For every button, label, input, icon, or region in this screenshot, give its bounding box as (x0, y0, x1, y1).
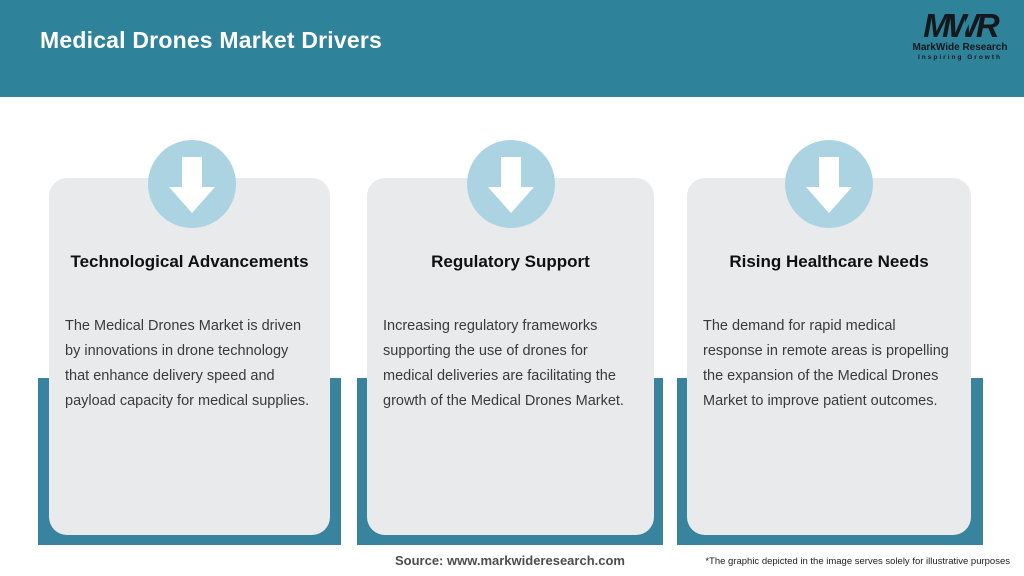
arrow-down-icon (467, 140, 555, 228)
driver-card-rising-healthcare-needs: Rising Healthcare Needs The demand for r… (687, 178, 971, 535)
card-body: The Medical Drones Market is driven by i… (65, 318, 310, 409)
card-body: The demand for rapid medical response in… (703, 318, 949, 409)
disclaimer-text: *The graphic depicted in the image serve… (705, 556, 1010, 567)
logo-acronym-text: MWR (923, 7, 999, 44)
logo-tagline: Inspiring Growth (918, 54, 1002, 61)
card-title: Rising Healthcare Needs (729, 252, 929, 271)
logo-name: MarkWide Research (912, 42, 1008, 53)
driver-card-technological-advancements: Technological Advancements The Medical D… (49, 178, 330, 535)
logo-acronym: MWR (923, 7, 999, 44)
brand-logo: MWR MarkWide Research Inspiring Growth (912, 8, 1008, 62)
arrow-down-icon (785, 140, 873, 228)
source-text: Source: www.markwideresearch.com (394, 553, 625, 568)
card-title: Regulatory Support (431, 252, 590, 271)
header-bar: Medical Drones Market Drivers MWR MarkWi… (0, 0, 1024, 97)
page-title: Medical Drones Market Drivers (40, 27, 382, 53)
arrow-down-icon (148, 140, 236, 228)
card-body: Increasing regulatory frameworks support… (383, 318, 624, 409)
card-title: Technological Advancements (70, 252, 309, 271)
driver-card-regulatory-support: Regulatory Support Increasing regulatory… (367, 178, 654, 535)
